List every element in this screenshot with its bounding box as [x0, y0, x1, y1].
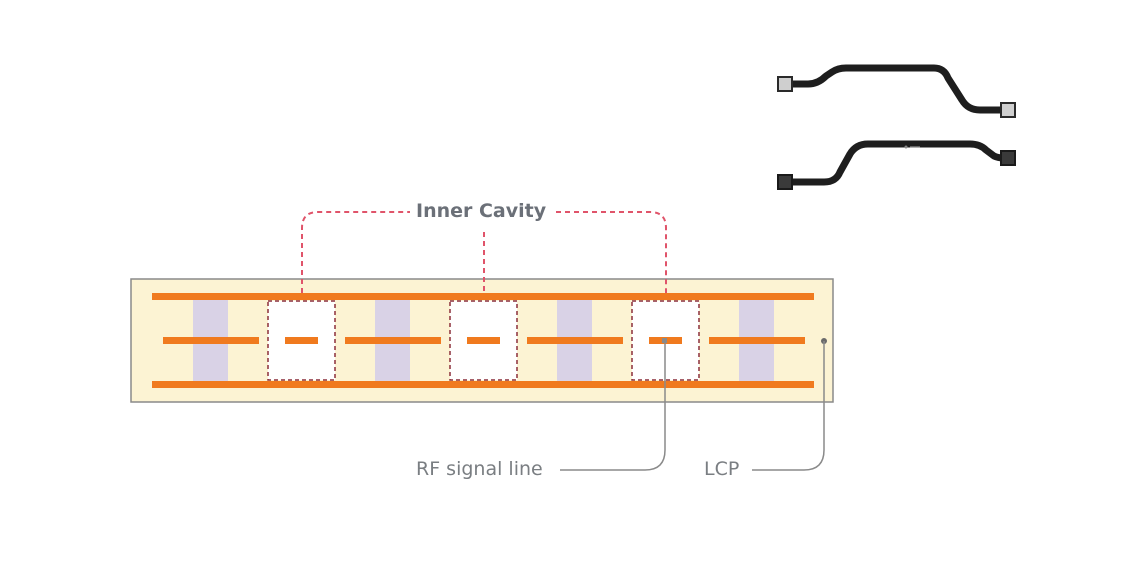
connector-icon: [777, 174, 793, 190]
inner-cavity-label: Inner Cavity: [416, 200, 547, 222]
lcp-leader-line: [752, 341, 825, 471]
rf-signal-line-1: [285, 337, 318, 344]
cable-top: [777, 64, 1016, 118]
signal-segment-4: [709, 337, 805, 344]
lcp-cable-photo: [777, 64, 1016, 190]
connector-icon: [1000, 150, 1016, 166]
lcp-label: LCP: [704, 458, 740, 480]
inner-cavity-callout-right: [556, 211, 667, 293]
cable-bottom: [777, 140, 1016, 190]
inner-cavity-callout-left: [301, 211, 410, 293]
signal-segment-2: [345, 337, 441, 344]
rf-signal-pointer-dot: [662, 338, 667, 343]
rf-signal-leader-line: [560, 342, 666, 471]
signal-segment-1: [163, 337, 259, 344]
rf-signal-line-2: [467, 337, 500, 344]
connector-icon: [1000, 102, 1016, 118]
bottom-ground-layer: [152, 381, 814, 388]
rf-signal-line-label: RF signal line: [416, 458, 543, 480]
connector-icon: [777, 76, 793, 92]
signal-segment-3: [527, 337, 623, 344]
top-ground-layer: [152, 293, 814, 300]
